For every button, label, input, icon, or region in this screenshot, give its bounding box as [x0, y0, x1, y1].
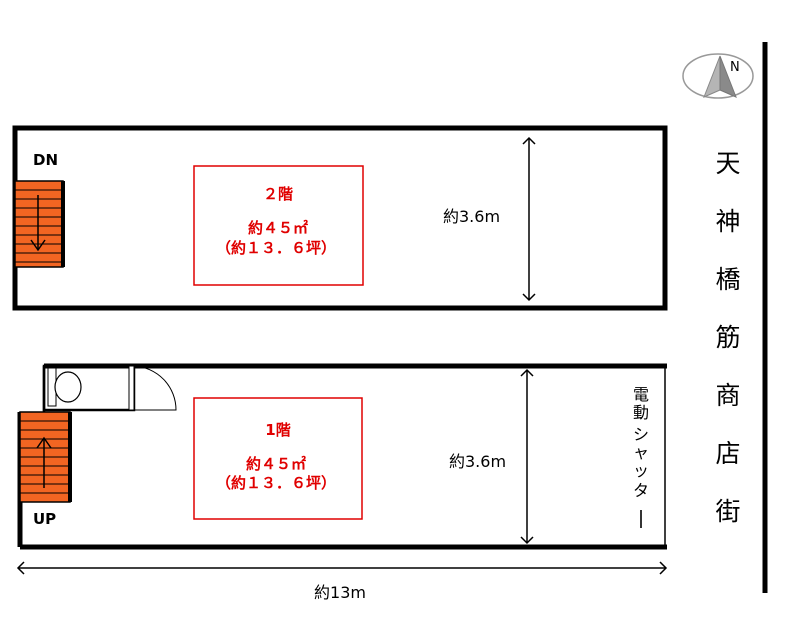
- floor-2-area: 約４５㎡: [248, 219, 308, 237]
- stair-label-dn: DN: [33, 151, 58, 169]
- street-char: 商: [715, 381, 740, 410]
- floor-2-title: ２階: [263, 185, 293, 203]
- compass: N: [682, 53, 754, 99]
- toilet-icon: [54, 371, 82, 403]
- shutter-char: ッ: [633, 461, 649, 480]
- stairs-block: [14, 180, 64, 268]
- floor-2-width-label: 約3.6m: [443, 207, 500, 226]
- toilet-room: [42, 364, 177, 412]
- floor-1-title: 1階: [265, 421, 290, 439]
- shutter-char: 動: [633, 403, 649, 422]
- street-char: 街: [715, 497, 740, 526]
- up-arrow-head-icon: [36, 436, 52, 449]
- floor-2-area-tsubo: （約１３．６坪）: [216, 239, 336, 257]
- down-arrow-head-icon: [30, 239, 46, 252]
- door-swing-icon: [133, 365, 177, 411]
- compass-north-label: N: [730, 60, 740, 75]
- floor-2-room-box: [193, 165, 364, 286]
- floor-1-area: 約４５㎡: [246, 455, 306, 473]
- floor-2-stairs: [14, 180, 65, 268]
- street-char: 神: [715, 207, 740, 236]
- street-char: 天: [715, 149, 740, 178]
- floor-1-plan: UP 1階 約４５㎡ （約１３．６坪） 約3.6m 電 動 シ ャ ッ タ: [17, 363, 667, 550]
- stair-label-up: UP: [33, 510, 56, 528]
- floor-1-width-label: 約3.6m: [449, 452, 506, 471]
- shutter-char: タ: [633, 481, 649, 500]
- floor-1-area-tsubo: （約１３．６坪）: [216, 474, 336, 492]
- shutter-char: シ: [633, 425, 649, 444]
- length-label: 約13m: [314, 583, 366, 602]
- electric-shutter-label: 電 動 シ ャ ッ タ: [633, 385, 649, 528]
- street-char: 店: [715, 439, 740, 468]
- street-char: 筋: [715, 323, 740, 352]
- shutter-char: 電: [633, 385, 649, 404]
- floor-2-walls: [12, 125, 668, 311]
- floor-1-room-box: [193, 397, 363, 520]
- toilet-door-frame: [128, 365, 135, 411]
- floor-2-plan: DN ２階 約４５㎡ （約１３．６坪） 約3.6m: [12, 125, 668, 311]
- floor-1-stairs: [19, 411, 72, 503]
- compass-needle-right: [719, 55, 737, 98]
- street-name: 天 神 橋 筋 商 店 街: [715, 149, 740, 526]
- shutter-char: ャ: [633, 443, 649, 462]
- street-char: 橋: [715, 265, 740, 294]
